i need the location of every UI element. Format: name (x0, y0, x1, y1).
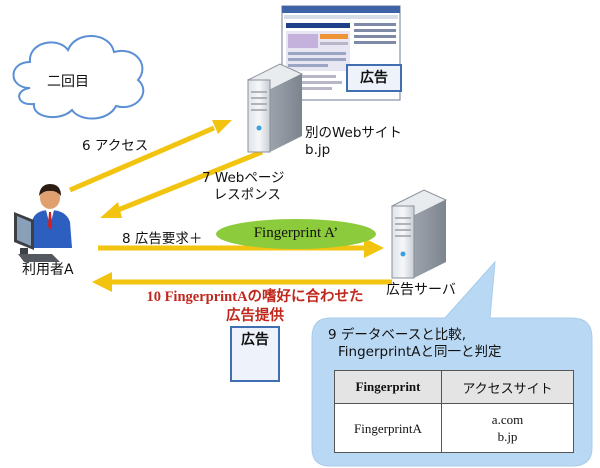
table-cell-fingerprint: FingerprintA (334, 403, 442, 453)
cloud-label: 二回目 (47, 74, 89, 90)
ad-badge-bottom-label: 広告 (241, 332, 269, 348)
web-server-label: 別のWebサイト b.jp (305, 125, 402, 159)
step-10-line1: 10 FingerprintAの嗜好に合わせた (146, 289, 364, 305)
fingerprint-table: Fingerprint アクセスサイト FingerprintA a.com b… (334, 370, 574, 453)
cloud-icon (12, 35, 145, 120)
ad-badge-bottom: 広告 (230, 326, 280, 382)
ad-server-icon (390, 189, 448, 279)
web-server-label-line1: 別のWebサイト (305, 125, 402, 141)
callout-line1: 9 データベースと比較, (328, 327, 466, 343)
web-server-label-line2: b.jp (305, 142, 331, 158)
webpage-screenshot-icon (281, 5, 401, 101)
arrow-7-response (100, 149, 263, 218)
table-header-fingerprint: Fingerprint (334, 370, 442, 404)
table-header-row: Fingerprint アクセスサイト (334, 370, 574, 404)
step-8-label: 8 広告要求＋ (122, 231, 203, 247)
step-10-label: 10 FingerprintAの嗜好に合わせた 広告提供 (130, 288, 380, 326)
callout-text: 9 データベースと比較, FingerprintAと同一と判定 (328, 327, 501, 361)
table-header-sites: アクセスサイト (441, 370, 574, 404)
fingerprint-oval-label: Fingerprint A’ (253, 225, 339, 241)
ad-badge-top: 広告 (346, 64, 402, 92)
user-label: 利用者A (22, 262, 74, 278)
arrow-10-ad-delivery (92, 272, 392, 292)
table-cell-sites: a.com b.jp (441, 403, 574, 453)
web-server-icon (246, 63, 304, 153)
step-10-line2: 広告提供 (226, 308, 284, 324)
step-7-line2: レスポンス (213, 187, 281, 203)
step-7-line1: 7 Webページ (202, 170, 285, 186)
table-site-2: b.jp (497, 429, 518, 444)
step-6-label: 6 アクセス (82, 138, 149, 154)
ad-server-label: 広告サーバ (386, 282, 456, 298)
table-row: FingerprintA a.com b.jp (334, 403, 574, 453)
step-7-label: 7 Webページ レスポンス (202, 170, 285, 204)
arrow-6-access (69, 120, 232, 193)
fingerprint-oval (216, 219, 376, 249)
user-computer-icon (14, 184, 72, 262)
callout-line2: FingerprintAと同一と判定 (338, 344, 502, 360)
table-site-1: a.com (491, 412, 524, 427)
